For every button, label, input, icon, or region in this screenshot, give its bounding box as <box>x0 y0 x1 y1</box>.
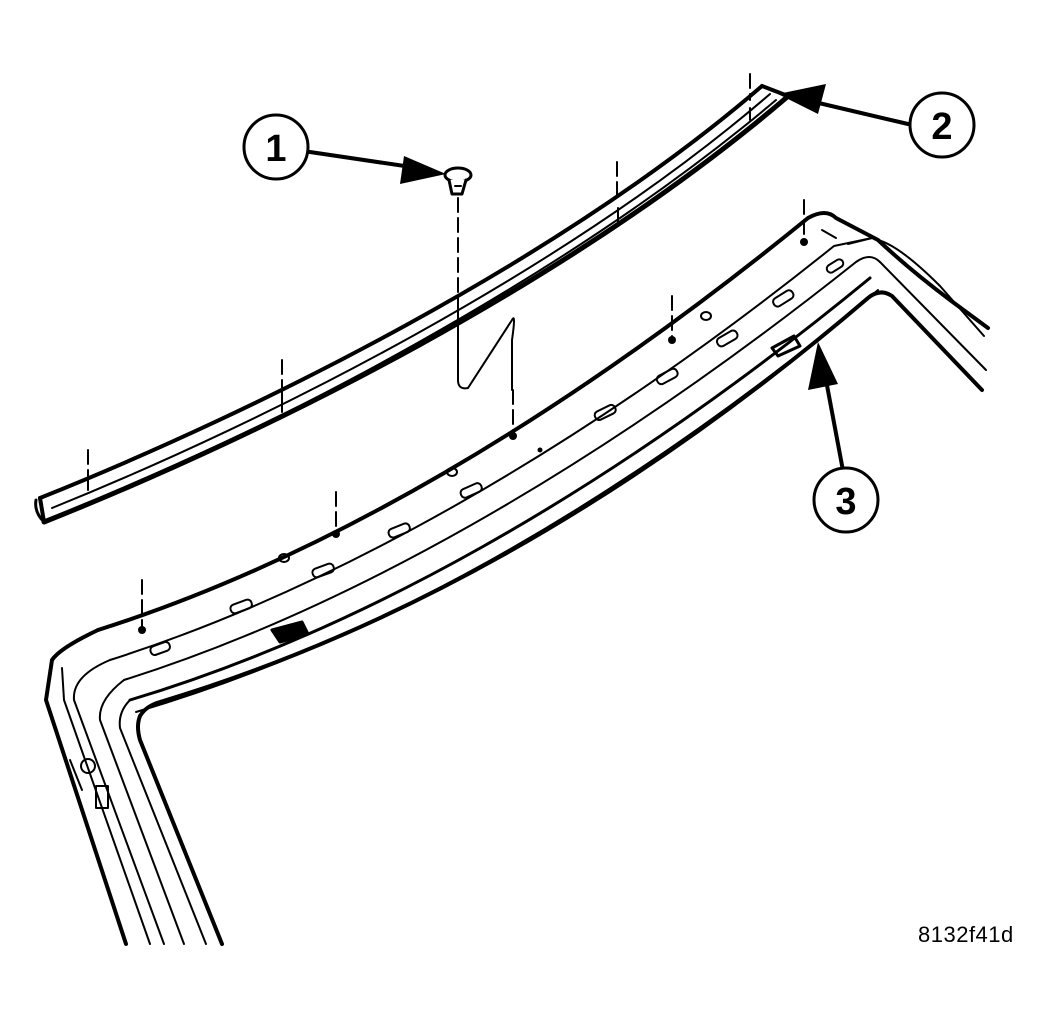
weatherstrip-retainer <box>34 84 790 525</box>
callout-1-label: 1 <box>265 128 286 170</box>
leader-arrowheads <box>400 84 838 390</box>
installation-lines <box>87 73 805 629</box>
callout-1: 1 <box>242 113 310 181</box>
push-in-clip <box>443 166 473 196</box>
callout-3-label: 3 <box>835 481 856 523</box>
callout-3: 3 <box>812 466 880 534</box>
offset-jog-line <box>457 299 515 391</box>
callout-2-label: 2 <box>931 106 952 148</box>
figure-id-label: 8132f41d <box>918 922 1014 947</box>
callout-leaders <box>308 98 910 478</box>
callout-2: 2 <box>908 91 976 159</box>
windshield-frame-header <box>44 211 990 946</box>
